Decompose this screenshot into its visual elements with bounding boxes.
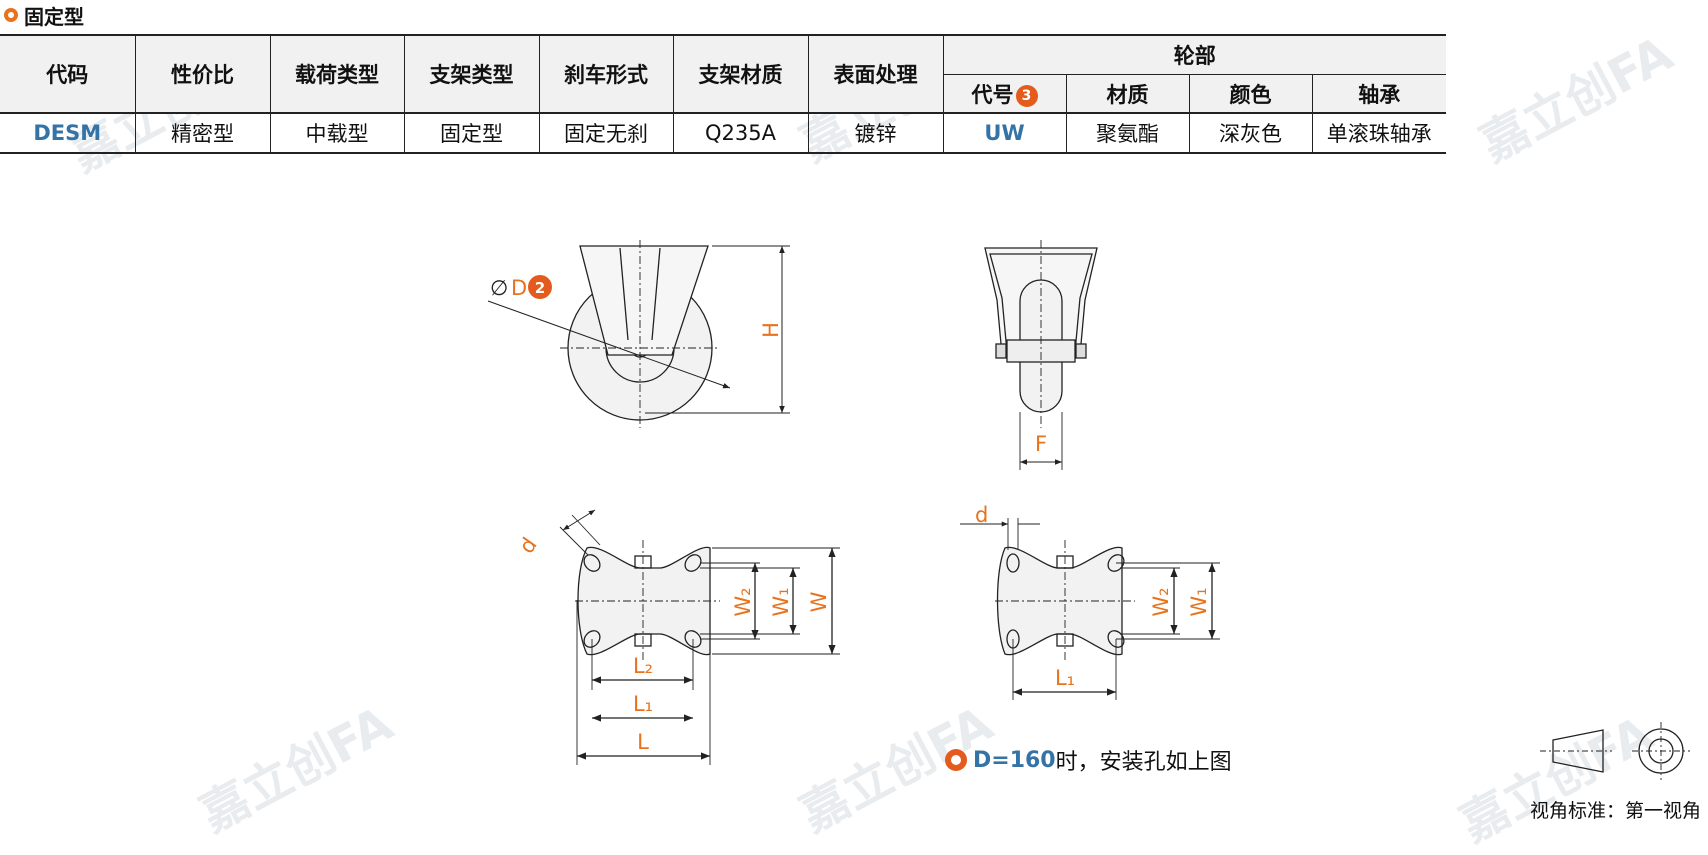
badge-2-number: 2 xyxy=(535,279,545,297)
dim-W1-label-2: W₁ xyxy=(1187,587,1211,616)
cell-wheel-bearing: 单滚珠轴承 xyxy=(1312,112,1446,154)
header-wheel-group: 轮部 xyxy=(943,34,1446,75)
dim-L1-label-1: L₁ xyxy=(633,692,653,716)
dim-D-label: D xyxy=(511,276,527,300)
profile-view xyxy=(984,240,1098,470)
view-angle-label: 视角标准：第一视角 xyxy=(1530,800,1702,822)
cell-value: 精密型 xyxy=(135,112,271,154)
note-text: 时，安装孔如上图 xyxy=(1055,750,1232,775)
cell-load-type: 中载型 xyxy=(270,112,405,154)
dim-L-label: L xyxy=(637,730,649,754)
header-surface: 表面处理 xyxy=(808,34,944,113)
technical-drawing: ∅ D 2 H F d W₂ W₁ W L₂ L₁ L d W₂ W₁ L₁ xyxy=(487,240,1690,780)
dim-W2-label-1: W₂ xyxy=(731,587,755,616)
note-value: D=160 xyxy=(973,747,1056,773)
header-load-type: 载荷类型 xyxy=(270,34,405,113)
badge-2 xyxy=(528,275,552,299)
cell-wheel-color: 深灰色 xyxy=(1189,112,1313,154)
dim-D-prefix: ∅ xyxy=(490,276,508,300)
header-code: 代码 xyxy=(0,34,136,113)
cell-code: DESM xyxy=(0,112,136,154)
dim-W1-label-1: W₁ xyxy=(769,587,793,616)
cell-wheel-material: 聚氨酯 xyxy=(1066,112,1190,154)
badge-3: 3 xyxy=(1015,84,1038,107)
cell-bracket-type: 固定型 xyxy=(404,112,540,154)
dim-d-label-1: d xyxy=(514,533,541,558)
dim-W2-label-2: W₂ xyxy=(1149,587,1173,616)
dim-L2-label: L₂ xyxy=(633,654,653,678)
header-bracket-type: 支架类型 xyxy=(404,34,540,113)
section-title: 固定型 xyxy=(4,2,84,29)
header-brake: 刹车形式 xyxy=(539,34,674,113)
note: D=160 时，安装孔如上图 xyxy=(945,744,1232,776)
circle-icon xyxy=(4,8,18,22)
side-view xyxy=(487,240,790,428)
header-bracket-material: 支架材质 xyxy=(673,34,809,113)
first-angle-symbol xyxy=(1540,722,1690,780)
header-value: 性价比 xyxy=(135,34,271,113)
cell-bracket-material: Q235A xyxy=(673,112,809,154)
top-plate-view-1 xyxy=(559,509,840,765)
dim-L1-label-2: L₁ xyxy=(1055,666,1075,690)
cell-wheel-code: UW xyxy=(943,112,1067,154)
target-icon xyxy=(945,749,967,771)
dim-F-label: F xyxy=(1035,432,1047,456)
dim-d-label-2: d xyxy=(975,503,988,527)
cell-brake: 固定无刹 xyxy=(539,112,674,154)
header-wheel-color: 颜色 xyxy=(1189,74,1313,113)
dim-W-label: W xyxy=(807,591,831,612)
top-plate-view-2 xyxy=(960,518,1220,700)
section-title-text: 固定型 xyxy=(24,4,84,29)
dim-H-label: H xyxy=(759,322,783,338)
cell-surface: 镀锌 xyxy=(808,112,944,154)
table-row: DESM 精密型 中载型 固定型 固定无刹 Q235A 镀锌 UW 聚氨酯 深灰… xyxy=(0,112,1446,154)
header-wheel-bearing: 轴承 xyxy=(1312,74,1446,113)
header-wheel-material: 材质 xyxy=(1066,74,1190,113)
